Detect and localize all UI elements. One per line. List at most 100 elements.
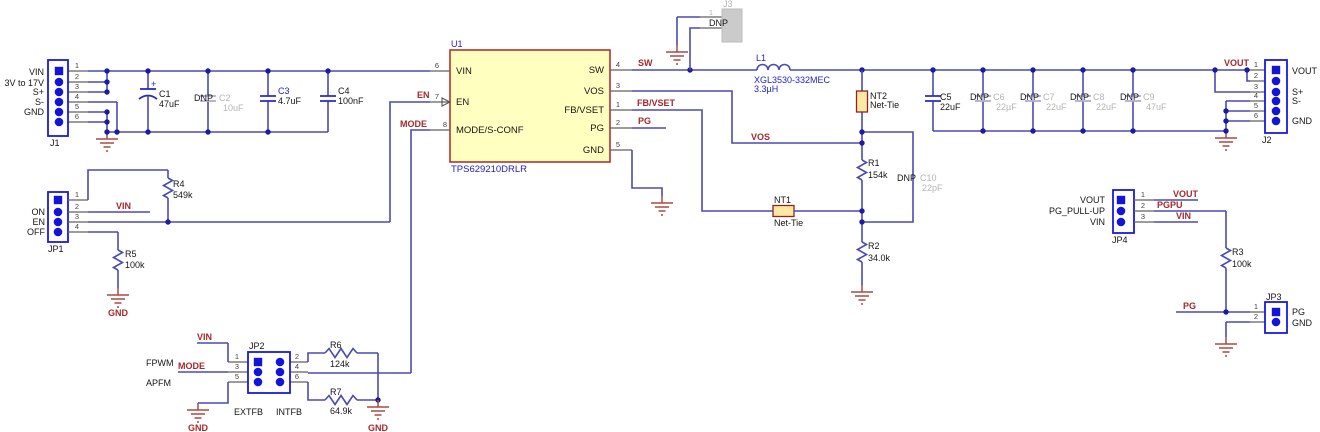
- ground-icon: [95, 131, 119, 152]
- c7-value: 22uF: [1046, 102, 1067, 112]
- gnd-label-r7: GND: [368, 423, 389, 432]
- u1-pin3-num: 3: [616, 81, 620, 90]
- nt1-ref: NT1: [774, 195, 791, 205]
- jp1-pin-stubs: [68, 199, 88, 233]
- jp1-body: [47, 191, 69, 243]
- junction-dot: [859, 219, 865, 225]
- net-label-vout-j2: VOUT: [1224, 58, 1250, 68]
- jp1-pin1-square: [53, 195, 63, 205]
- junction-dot: [104, 89, 110, 95]
- junction-dot: [1130, 128, 1136, 134]
- c4-ref: C4: [338, 86, 350, 96]
- wire-r6: [307, 352, 379, 400]
- junction-dot: [859, 129, 865, 135]
- j3-ref: J3: [723, 0, 733, 9]
- c8-ref: C8: [1093, 92, 1105, 102]
- j2-pin2-num: 2: [1254, 71, 1258, 80]
- gnd-label-r5: GND: [108, 308, 129, 318]
- c4-capacitor-icon: [319, 95, 337, 102]
- j3-pin1-num: 1: [709, 8, 713, 17]
- nt2-value: Net-Tie: [870, 100, 899, 110]
- jp2-pin4-num: 4: [295, 362, 299, 371]
- j2-pin5-num: 5: [1254, 101, 1258, 110]
- nt2-ref: NT2: [870, 91, 887, 101]
- j2-pin3: [1271, 87, 1281, 97]
- nt1-value: Net-Tie: [774, 218, 803, 228]
- junction-dot: [104, 79, 110, 85]
- jp4-pin2: [1116, 206, 1126, 216]
- c4-value: 100nF: [338, 96, 364, 106]
- j2-label-sp: S+: [1292, 87, 1303, 97]
- j2-ref: J2: [1262, 135, 1272, 145]
- wire-j2-gnd-tie: [1225, 100, 1250, 131]
- j2-label-gnd: GND: [1292, 116, 1313, 126]
- junction-dot: [980, 67, 986, 73]
- junction-dot: [1080, 128, 1086, 134]
- r4-value: 549k: [173, 190, 193, 200]
- wire-j1-vin-tie: [88, 71, 108, 93]
- r2-ref: R2: [868, 241, 880, 251]
- r3-value: 100k: [1232, 259, 1252, 269]
- wire-jp4-pgpu: [1154, 210, 1227, 312]
- u1-left-stubs: [430, 70, 450, 131]
- input-connector-j1: 1 2 3 4 5 6 VIN 3V to 17V S+ S- GND J1: [4, 59, 88, 148]
- c3-capacitor-icon: [259, 95, 277, 102]
- jp3-label-gnd: GND: [1292, 318, 1313, 328]
- jp2-ref: JP2: [249, 341, 265, 351]
- j2-pin4-num: 4: [1254, 91, 1258, 100]
- u1-pin-vos-name: VOS: [584, 86, 604, 97]
- ground-icon: [850, 284, 874, 305]
- j2-pin5: [1271, 106, 1281, 116]
- junction-dot: [205, 129, 211, 135]
- j1-pin6-num: 6: [75, 112, 79, 121]
- junction-dot: [1223, 309, 1229, 315]
- wire-en-net: [389, 101, 430, 222]
- jp3-pin1-square: [1271, 307, 1281, 317]
- jp1-label-off: OFF: [27, 227, 45, 237]
- jp2-label-apfm: APFM: [146, 378, 171, 388]
- j1-label-range: 3V to 17V: [4, 78, 44, 88]
- j2-pin-stubs: [1250, 69, 1265, 122]
- junction-dot: [930, 67, 936, 73]
- junction-dot: [980, 128, 986, 134]
- nt2-net-tie: [855, 90, 869, 113]
- j3-dnp: DNP: [709, 18, 728, 28]
- c9-dnp: DNP: [1120, 92, 1139, 102]
- u1-pin-vin-name: VIN: [456, 66, 472, 77]
- wire-jp1-pin4-r5: [88, 231, 119, 288]
- jp2-pin3: [253, 367, 263, 377]
- r1-value: 154k: [868, 170, 888, 180]
- c7-dnp: DNP: [1020, 92, 1039, 102]
- net-label-sw: SW: [638, 58, 653, 68]
- wire-j3-pin2: [689, 27, 700, 70]
- junction-dot: [1212, 67, 1218, 73]
- j3-body: [721, 8, 743, 43]
- c10-ref: C10: [920, 173, 937, 183]
- u1-pin-mode-name: MODE/S-CONF: [456, 125, 524, 136]
- junction-dot: [1130, 67, 1136, 73]
- c2-value: 10uF: [223, 103, 244, 113]
- j1-pin5: [54, 107, 64, 117]
- jp1-pin2: [53, 207, 63, 217]
- jp4-pin1-num: 1: [1141, 190, 1145, 199]
- r6-ref: R6: [330, 340, 342, 350]
- jp3-pin2-num: 2: [1254, 312, 1258, 321]
- jp3-pin1-num: 1: [1254, 302, 1258, 311]
- ground-icon: [366, 399, 390, 420]
- u1-pin2-num: 2: [616, 118, 620, 127]
- inductor-l1: L1 XGL3530-332MEC 3.3µH: [754, 53, 1250, 94]
- u1-pin-sw-name: SW: [589, 65, 604, 76]
- r5-value: 100k: [125, 260, 145, 270]
- jp4-pin2-num: 2: [1141, 201, 1145, 210]
- j1-label-sm: S-: [35, 97, 44, 107]
- jp4-pin3-num: 3: [1141, 212, 1145, 221]
- output-cap-bank: C5 22uF DNP C6 22µF DNP C7 22uF DNP C8 2…: [924, 67, 1226, 134]
- junction-dot: [1030, 128, 1036, 134]
- j2-pin1-num: 1: [1254, 60, 1258, 69]
- feedback-divider: NT2 Net-Tie VOS FB/VSET NT1 Net-Tie R1 1…: [632, 67, 943, 305]
- junction-dot: [145, 129, 151, 135]
- u1-en-clock-icon: [441, 97, 452, 107]
- junction-dot: [1223, 118, 1229, 124]
